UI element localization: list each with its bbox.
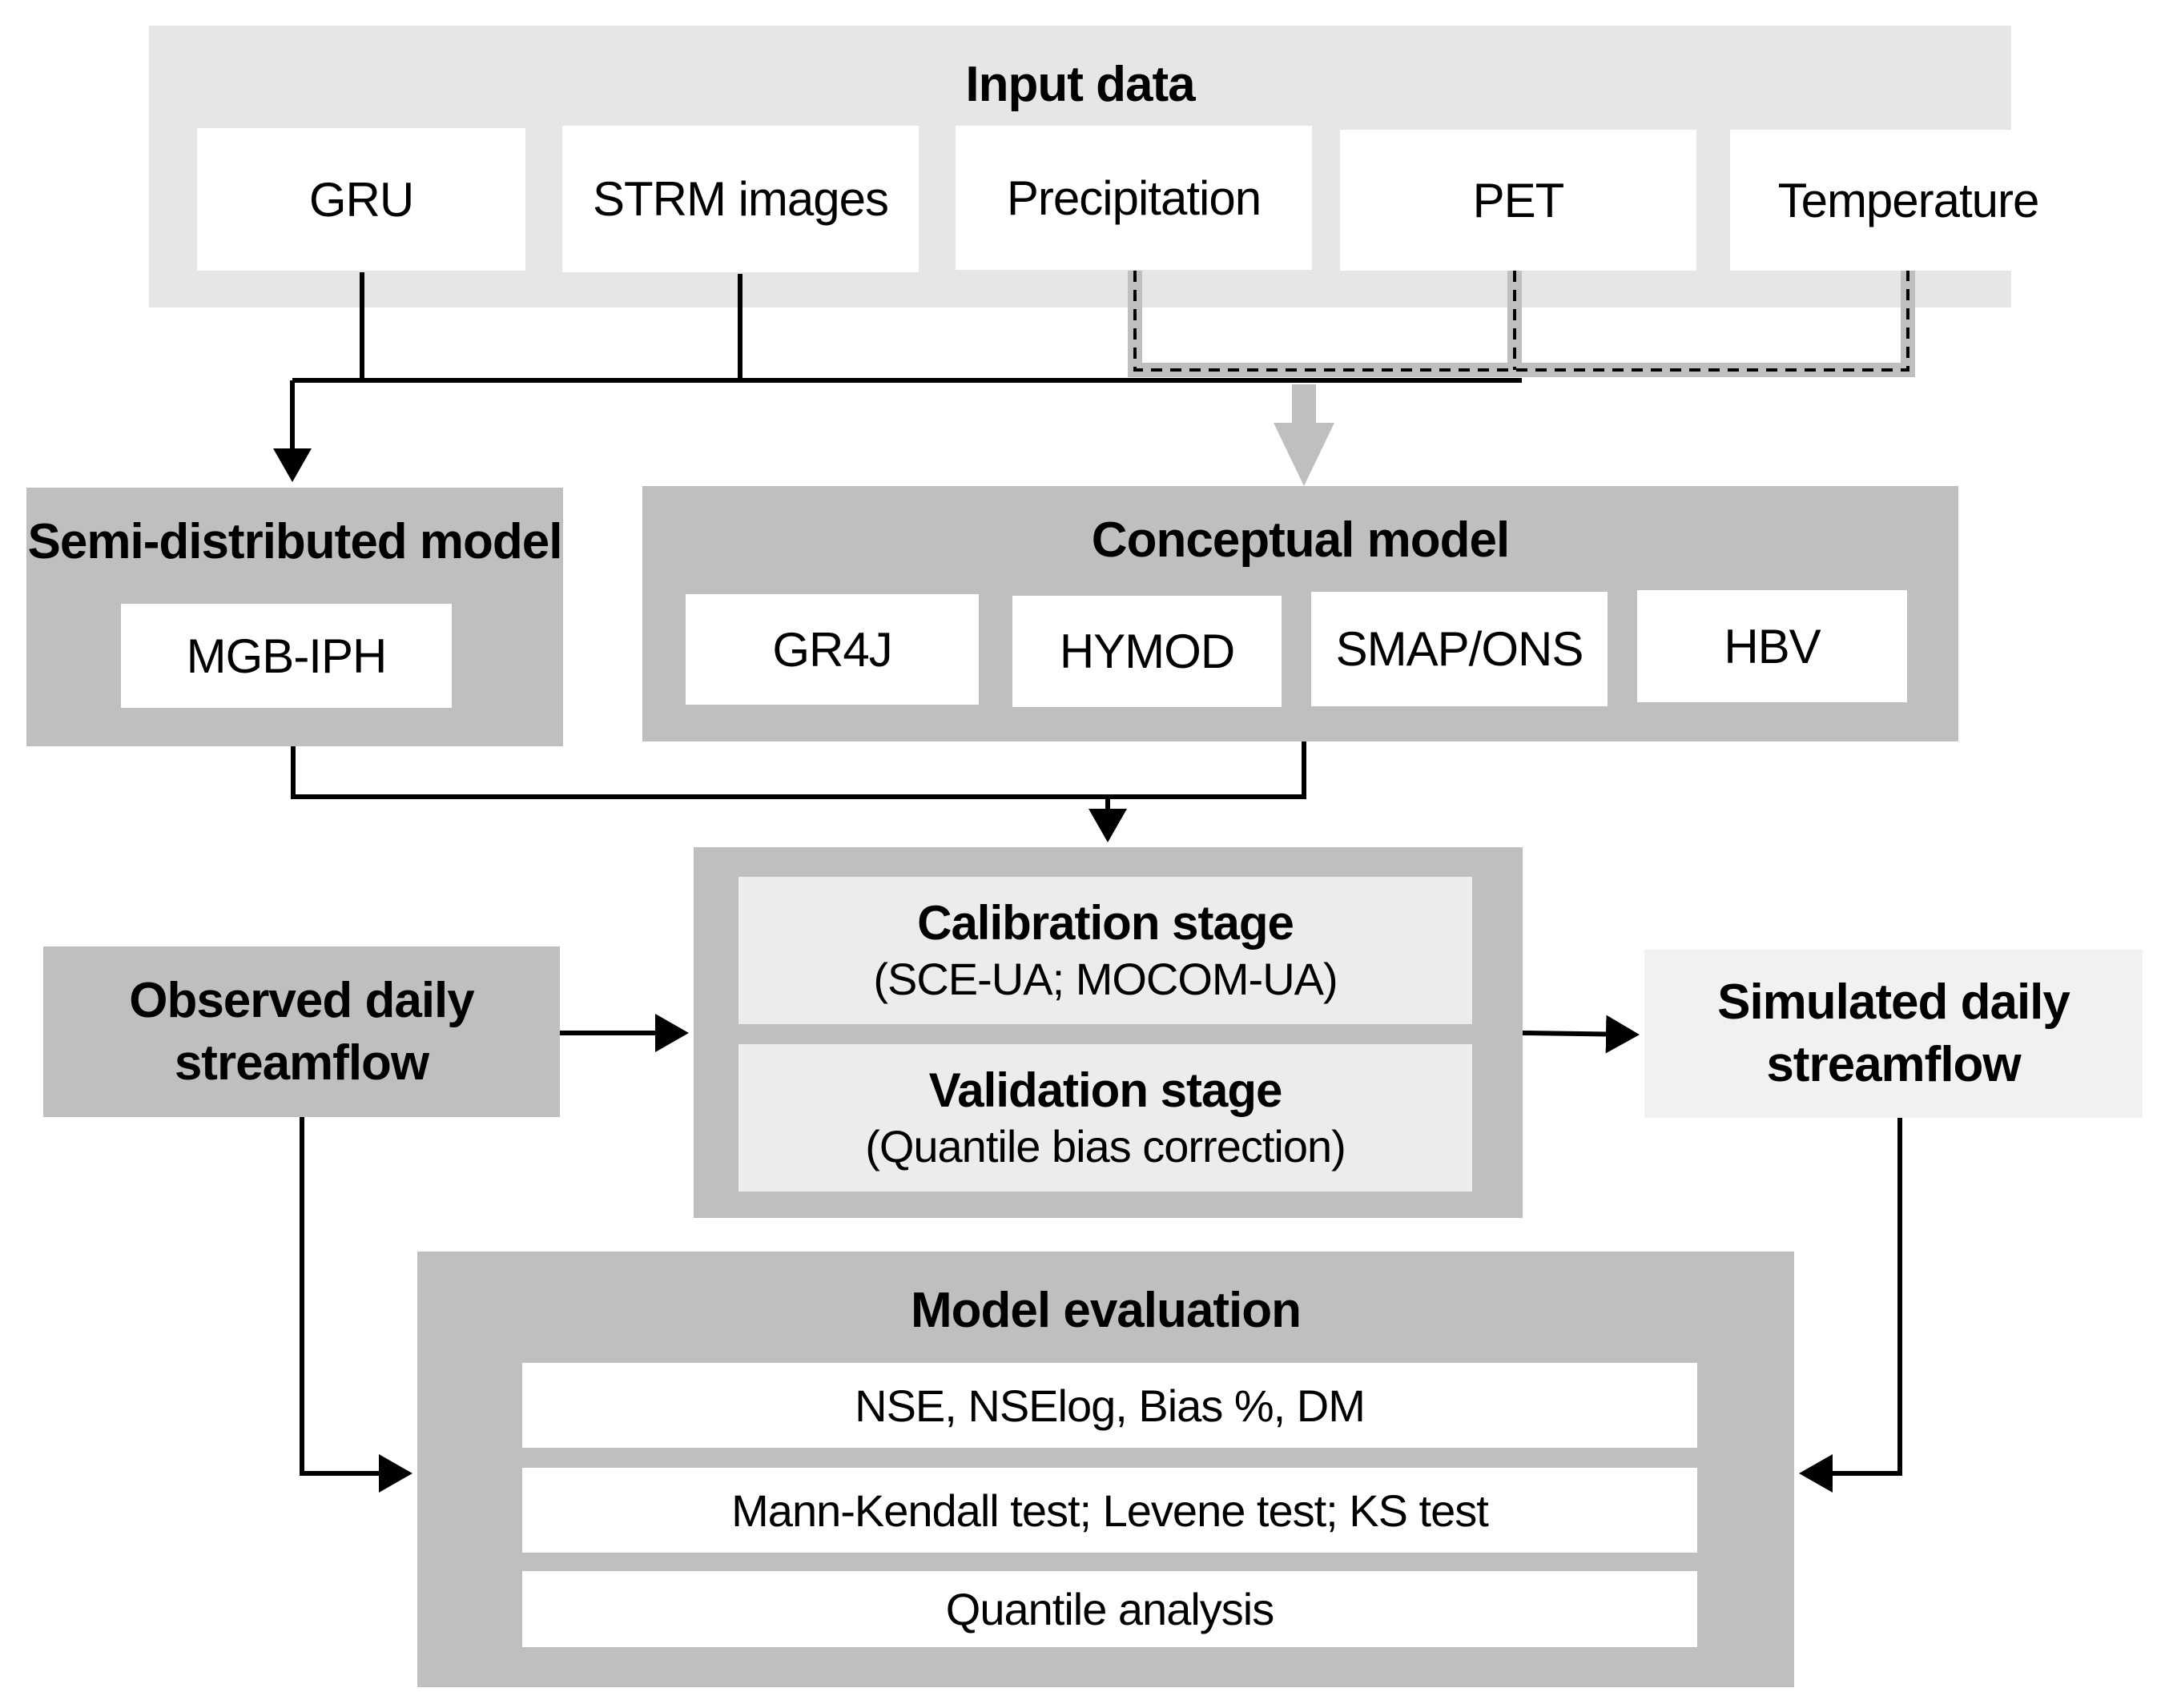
input-item-pet: PET	[1340, 130, 1696, 271]
calibration-stage-subtitle: (SCE-UA; MOCOM-UA)	[873, 954, 1338, 1004]
input-item-precipitation: Precipitation	[956, 126, 1312, 270]
model-evaluation-title: Model evaluation	[911, 1283, 1302, 1338]
model-item-mgb-iph: MGB-IPH	[121, 604, 452, 708]
climate-inputs-connector	[1128, 271, 1915, 377]
simulated-streamflow-box: Simulated daily streamflow	[1644, 950, 2143, 1118]
models-to-calibration-connector	[291, 741, 1306, 842]
evaluation-item-tests: Mann-Kendall test; Levene test; KS test	[522, 1468, 1697, 1553]
input-data-title: Input data	[965, 57, 1195, 112]
evaluation-item-metrics: NSE, NSElog, Bias %, DM	[522, 1363, 1697, 1448]
observed-streamflow-box: Observed daily streamflow	[43, 946, 560, 1117]
calibration-to-simulated-arrow	[1522, 1015, 1640, 1054]
semi-distributed-model-title: Semi-distributed model	[27, 514, 563, 569]
simulated-streamflow-line2: streamflow	[1766, 1037, 2021, 1092]
validation-stage-title: Validation stage	[928, 1063, 1283, 1117]
simulated-streamflow-line1: Simulated daily	[1717, 975, 2070, 1030]
spatial-inputs-connector	[273, 272, 1522, 482]
big-down-arrow	[1274, 384, 1334, 486]
input-item-strm-images: STRM images	[562, 126, 919, 272]
model-item-smap-ons: SMAP/ONS	[1311, 592, 1608, 706]
input-item-gru: GRU	[197, 128, 525, 271]
conceptual-model-title: Conceptual model	[1091, 512, 1510, 568]
observed-streamflow-line2: streamflow	[174, 1035, 429, 1091]
validation-stage-subtitle: (Quantile bias correction)	[865, 1121, 1346, 1171]
observed-streamflow-line1: Observed daily	[129, 972, 475, 1028]
evaluation-item-quantile: Quantile analysis	[522, 1571, 1697, 1647]
calibration-stage-title: Calibration stage	[917, 896, 1294, 950]
input-item-temperature: Temperature	[1730, 130, 2087, 271]
model-item-hymod: HYMOD	[1012, 596, 1282, 707]
validation-stage-box: Validation stage (Quantile bias correcti…	[738, 1044, 1472, 1192]
simulated-to-evaluation-arrow	[1799, 1118, 1902, 1493]
observed-to-evaluation-arrow	[300, 1117, 412, 1493]
model-item-gr4j: GR4J	[686, 594, 979, 705]
model-item-hbv: HBV	[1637, 590, 1907, 702]
calibration-stage-box: Calibration stage (SCE-UA; MOCOM-UA)	[738, 877, 1472, 1024]
